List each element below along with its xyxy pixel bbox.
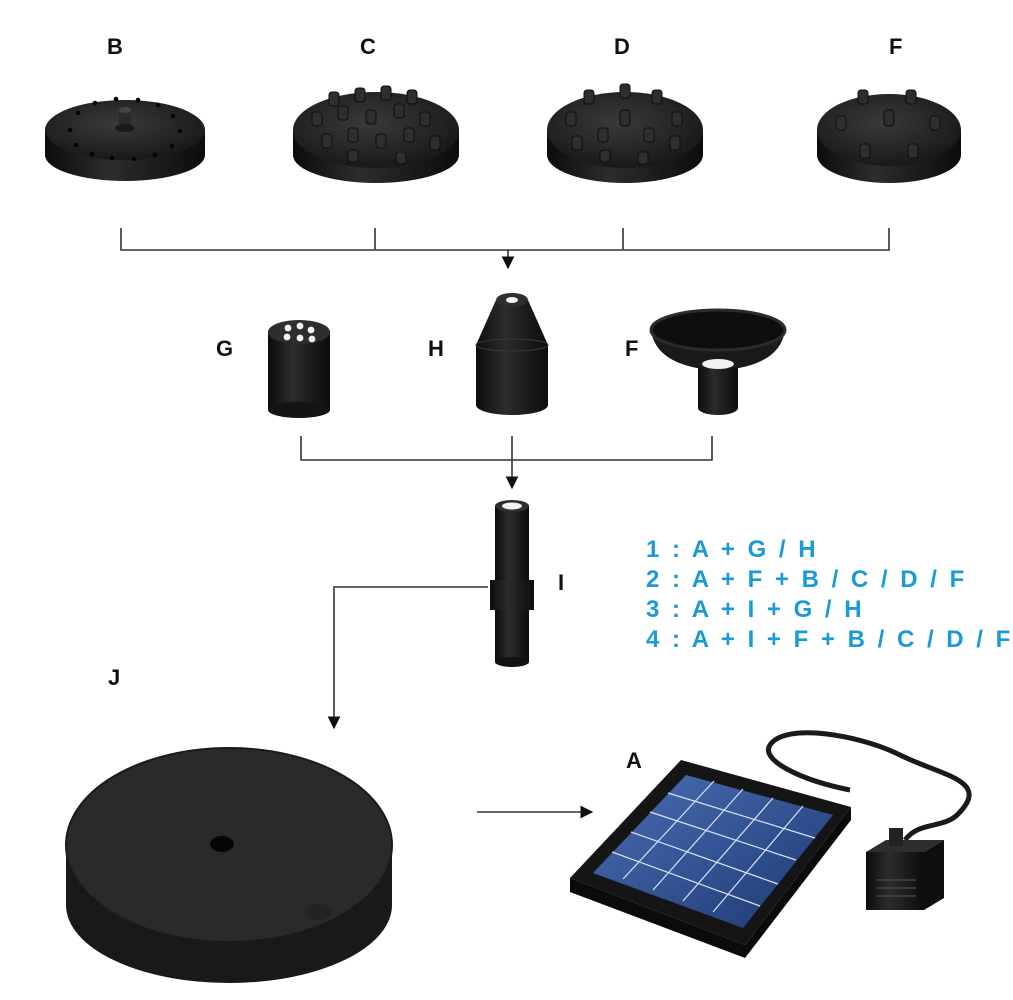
nozzle-c-icon [293, 85, 459, 183]
nozzle-f-icon [817, 89, 961, 183]
funnel-f-icon [649, 308, 787, 415]
combination-4: 4 : A + I + F + B / C / D / F [646, 626, 1013, 653]
foam-float-j-icon [65, 747, 393, 983]
label-j: J [108, 665, 121, 690]
label-c: C [360, 34, 376, 59]
label-i: I [558, 570, 565, 595]
label-f-mid: F [625, 336, 639, 361]
combination-1: 1 : A + G / H [646, 536, 819, 563]
label-d: D [614, 34, 630, 59]
label-a: A [626, 748, 642, 773]
combination-list: 1 : A + G / H 2 : A + F + B / C / D / F … [646, 535, 1013, 655]
connector-to-float [327, 586, 488, 730]
nozzle-g-icon [268, 320, 330, 418]
combination-3: 3 : A + I + G / H [646, 596, 865, 623]
label-h: H [428, 336, 444, 361]
label-f-top: F [889, 34, 903, 59]
nozzle-h-icon [475, 293, 549, 415]
solar-panel-pump-a-icon [570, 730, 972, 958]
nozzle-b-icon [45, 96, 205, 181]
nozzle-d-icon [547, 83, 703, 183]
connector-top-row [120, 228, 890, 270]
extension-tube-i-icon [490, 500, 534, 667]
label-b: B [107, 34, 123, 59]
connector-middle-row [300, 436, 713, 490]
combination-2: 2 : A + F + B / C / D / F [646, 566, 968, 593]
label-g: G [216, 336, 234, 361]
